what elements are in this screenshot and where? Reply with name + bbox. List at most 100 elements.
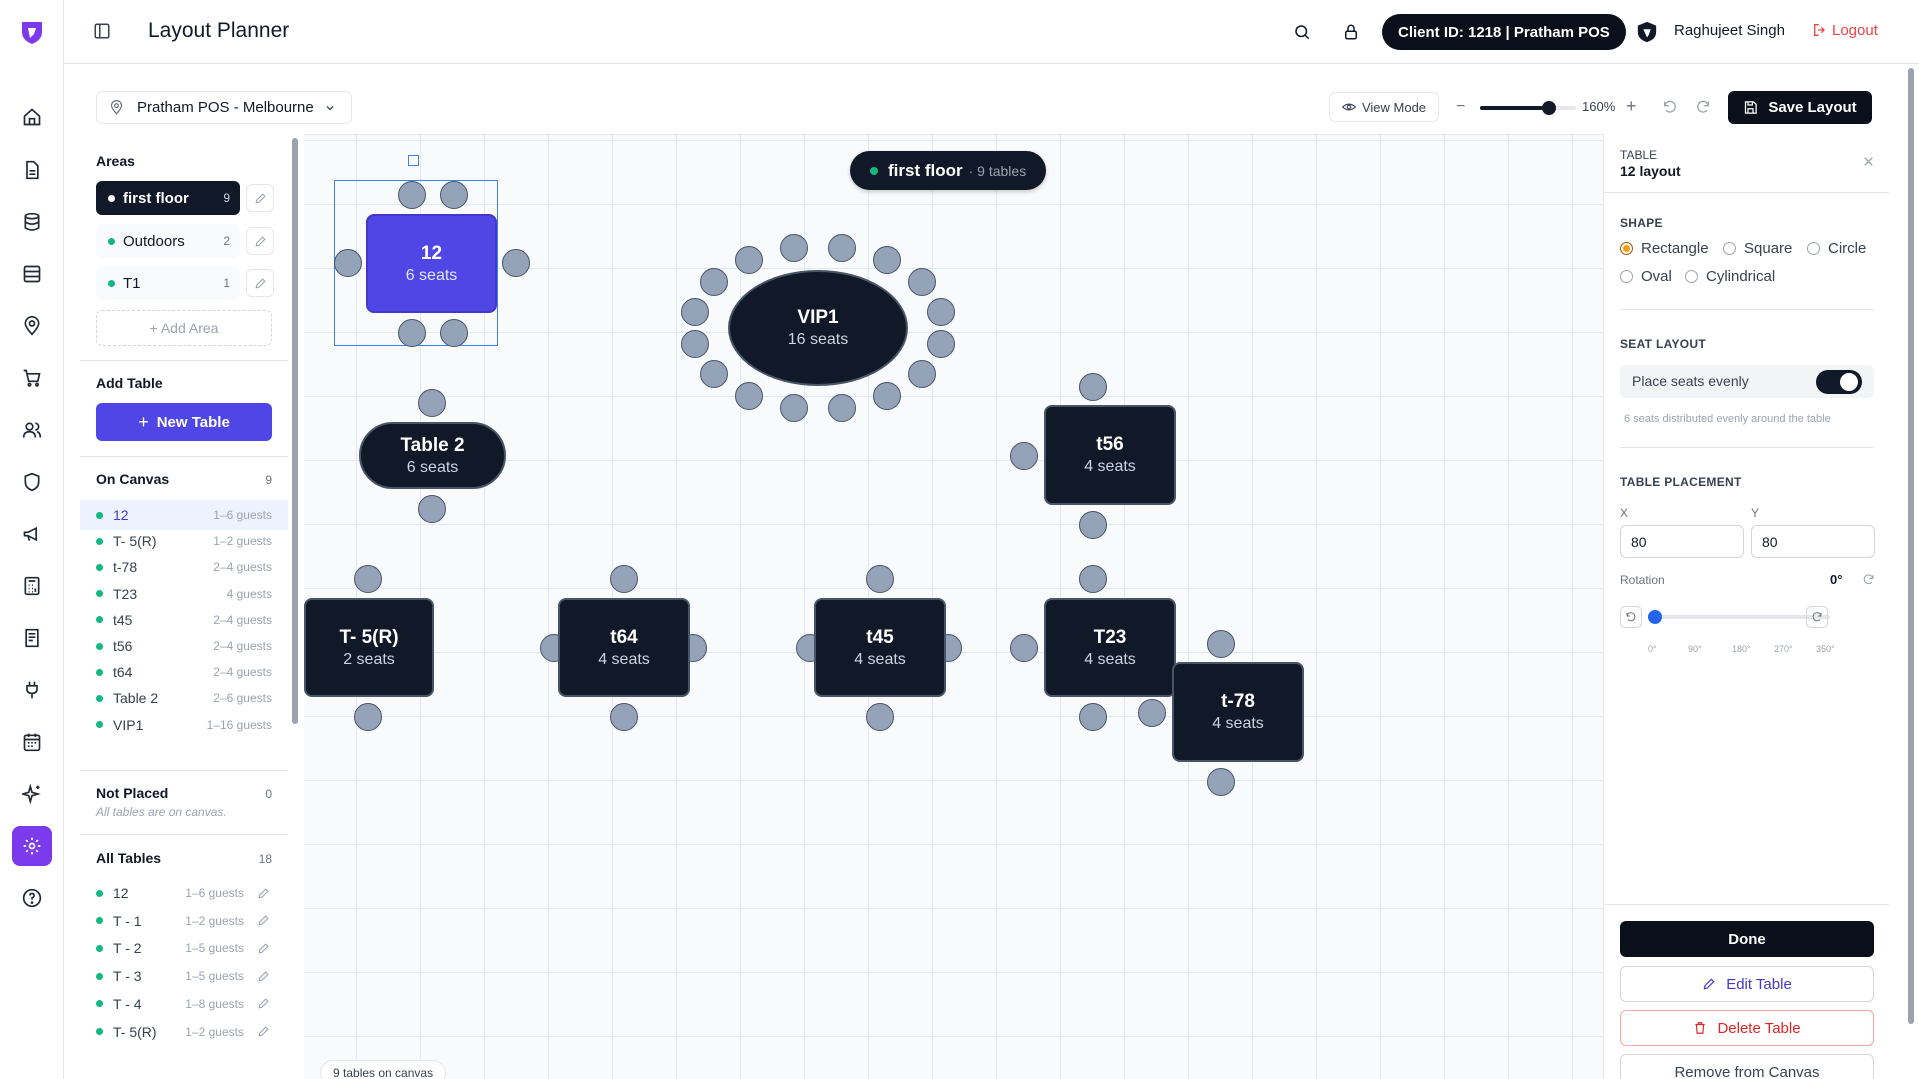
zoom-slider[interactable] [1480, 100, 1576, 116]
zoom-out-icon[interactable]: − [1456, 98, 1466, 115]
layout-canvas[interactable]: first floor · 9 tables 12 6 seats VIP1 1… [304, 134, 1603, 1079]
table-seats: 2 seats [343, 650, 395, 668]
divider [1620, 447, 1874, 448]
save-layout-button[interactable]: Save Layout [1728, 91, 1872, 124]
shape-option-rectangle[interactable]: Rectangle [1620, 240, 1709, 257]
user-name[interactable]: Raghujeet Singh [1674, 22, 1785, 39]
edit-area-icon[interactable] [246, 227, 274, 255]
on-canvas-item[interactable]: T- 5(R)1–2 guests [80, 526, 288, 556]
table-vip1[interactable]: VIP1 16 seats [728, 270, 908, 386]
delete-table-button[interactable]: Delete Table [1620, 1010, 1874, 1046]
sidebar-toggle-icon[interactable] [93, 22, 111, 40]
reset-rotation-icon[interactable] [1862, 573, 1875, 586]
sparkles-icon[interactable] [12, 774, 52, 814]
zoom-in-icon[interactable]: + [1626, 96, 1637, 116]
page-scrollbar[interactable] [1908, 68, 1914, 1024]
shape-option-cylindrical[interactable]: Cylindrical [1685, 268, 1775, 285]
add-area-button[interactable]: + Add Area [96, 310, 272, 346]
shape-option-circle[interactable]: Circle [1807, 240, 1866, 257]
calendar-icon[interactable] [12, 722, 52, 762]
edit-table-button[interactable]: Edit Table [1620, 966, 1874, 1002]
user-avatar-icon[interactable] [1636, 21, 1658, 43]
megaphone-icon[interactable] [12, 514, 52, 554]
view-mode-button[interactable]: View Mode [1329, 92, 1439, 122]
rotation-slider-thumb[interactable] [1648, 610, 1662, 624]
rotate-left-icon[interactable] [1620, 606, 1642, 628]
calculator-icon[interactable] [12, 566, 52, 606]
rotation-slider[interactable] [1648, 610, 1830, 624]
shield-icon[interactable] [12, 462, 52, 502]
table-t56[interactable]: t56 4 seats [1044, 405, 1176, 505]
users-icon[interactable] [12, 410, 52, 450]
table-t-5r[interactable]: T- 5(R) 2 seats [304, 598, 434, 697]
map-pin-icon[interactable] [12, 306, 52, 346]
area-count: 1 [223, 276, 230, 290]
rotate-right-icon[interactable] [1806, 606, 1828, 628]
database-icon[interactable] [12, 202, 52, 242]
shape-option-square[interactable]: Square [1723, 240, 1792, 257]
new-table-button[interactable]: + New Table [96, 403, 272, 441]
edit-table-icon[interactable] [257, 914, 270, 927]
rotate-handle[interactable] [408, 155, 419, 166]
zoom-slider-thumb[interactable] [1542, 101, 1557, 115]
table-t45[interactable]: t45 4 seats [814, 598, 946, 697]
seat [1138, 699, 1166, 727]
redo-icon[interactable] [1695, 99, 1711, 115]
help-icon[interactable] [12, 878, 52, 918]
venue-select[interactable]: Pratham POS - Melbourne [96, 91, 352, 124]
edit-table-icon[interactable] [257, 942, 270, 955]
seat [907, 359, 936, 388]
nav-rail [0, 0, 64, 1079]
table-t-78[interactable]: t-78 4 seats [1172, 662, 1304, 762]
logout-icon[interactable] [1812, 22, 1828, 38]
plug-icon[interactable] [12, 670, 52, 710]
search-icon[interactable] [1293, 23, 1311, 41]
shape-option-oval[interactable]: Oval [1620, 268, 1672, 285]
layers-icon[interactable] [12, 254, 52, 294]
close-icon[interactable] [1862, 155, 1875, 168]
table-table-2[interactable]: Table 2 6 seats [359, 422, 506, 489]
area-item-outdoors[interactable]: Outdoors 2 [96, 224, 240, 258]
settings-icon[interactable] [12, 826, 52, 866]
file-icon[interactable] [12, 150, 52, 190]
guest-range: 1–6 guests [213, 508, 272, 522]
brand-logo-icon[interactable] [18, 18, 46, 46]
table-t64[interactable]: t64 4 seats [558, 598, 690, 697]
done-button[interactable]: Done [1620, 921, 1874, 957]
left-panel-scrollbar[interactable] [292, 138, 298, 724]
undo-icon[interactable] [1662, 99, 1678, 115]
area-item-t1[interactable]: T1 1 [96, 266, 240, 300]
y-input[interactable]: 80 [1751, 525, 1875, 558]
lock-icon[interactable] [1342, 23, 1360, 41]
logout-link[interactable]: Logout [1832, 22, 1878, 39]
remove-from-canvas-button[interactable]: Remove from Canvas [1620, 1054, 1874, 1079]
x-input[interactable]: 80 [1620, 525, 1744, 558]
place-evenly-toggle[interactable] [1816, 370, 1862, 394]
all-tables-item[interactable]: T- 5(R)1–2 guests [80, 1017, 288, 1047]
edit-table-icon[interactable] [257, 997, 270, 1010]
cart-icon[interactable] [12, 358, 52, 398]
table-12[interactable]: 12 6 seats [366, 214, 497, 313]
edit-table-icon[interactable] [257, 970, 270, 983]
edit-table-icon[interactable] [257, 887, 270, 900]
edit-table-icon[interactable] [257, 1025, 270, 1038]
area-item-first-floor[interactable]: first floor 9 [96, 181, 240, 215]
edit-area-icon[interactable] [246, 269, 274, 297]
edit-area-icon[interactable] [246, 184, 274, 212]
home-icon[interactable] [12, 97, 52, 137]
table-t23[interactable]: T23 4 seats [1044, 598, 1176, 697]
receipt-icon[interactable] [12, 618, 52, 658]
